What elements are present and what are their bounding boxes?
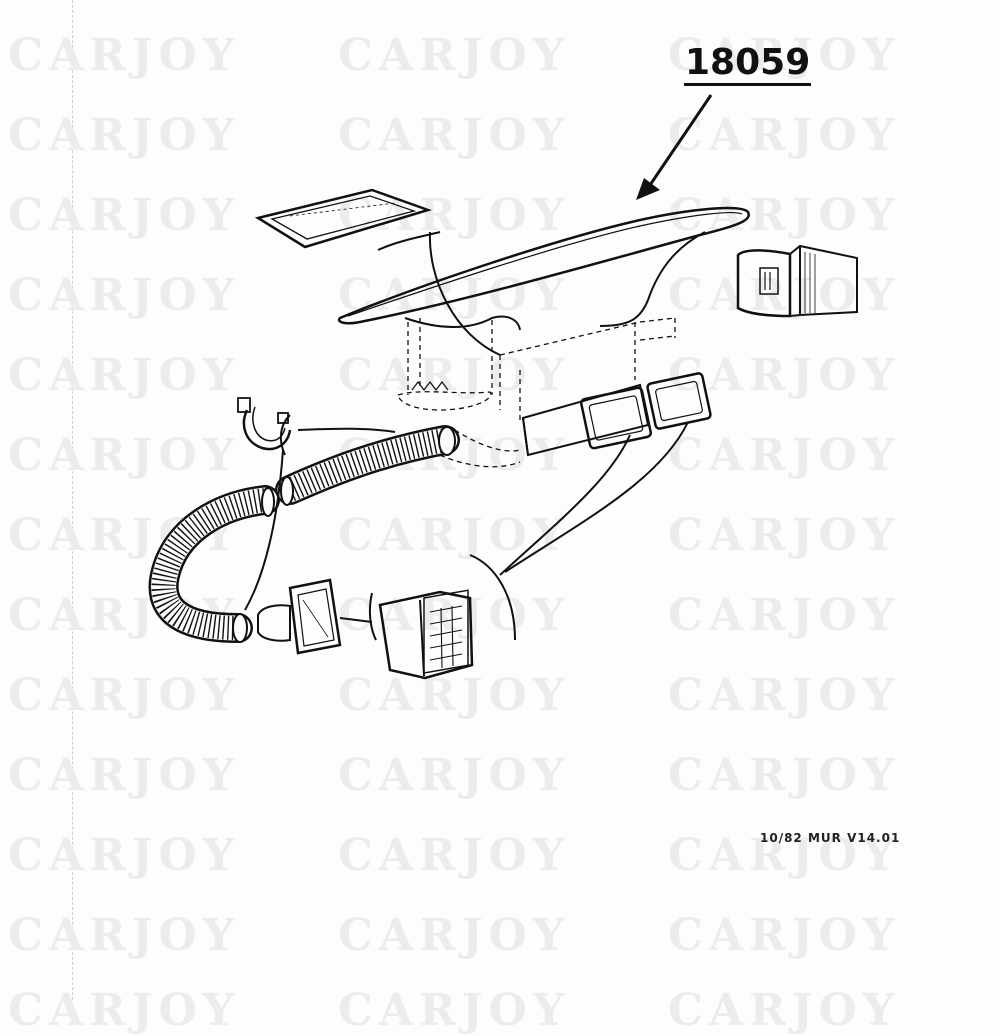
part-number-label: 18059 — [684, 44, 812, 86]
exploded-parts-drawing — [148, 94, 858, 680]
flex-duct-short-part — [275, 425, 460, 506]
flex-duct-curved-part — [148, 485, 280, 643]
side-vent-part — [736, 244, 858, 318]
drawing-reference-code: 10/82 MUR V14.01 — [760, 831, 901, 845]
duct-adapter-part — [257, 578, 342, 655]
louvered-vent-part — [378, 589, 474, 680]
gasket-plate-part — [254, 188, 433, 249]
twin-center-vents-part — [521, 372, 712, 457]
scan-fold-line — [72, 0, 73, 1000]
hose-clamp-part — [237, 397, 292, 451]
dash-trim-panel-part — [337, 206, 750, 468]
callout-arrow — [636, 94, 713, 200]
leader-lines — [244, 231, 689, 641]
